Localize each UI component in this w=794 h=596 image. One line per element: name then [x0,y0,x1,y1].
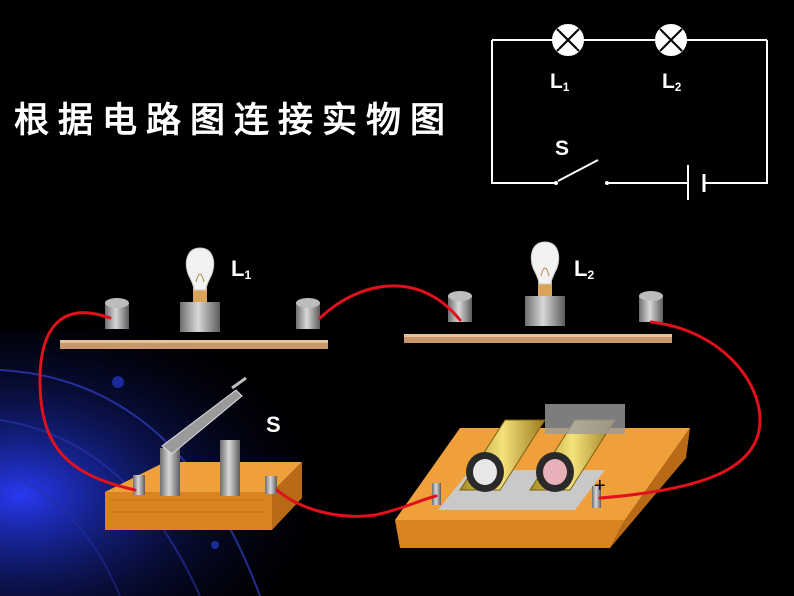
wire-lamp2-to-battery [598,320,762,500]
lamp-2-rail [404,334,672,343]
schematic-lamp-1-label: L1 [550,70,570,94]
lamp-2-bulb [525,241,565,326]
schematic-lamp-2 [655,24,687,56]
lamp-1-terminal-left [105,298,129,329]
switch-label: S [266,412,281,437]
connecting-wires [38,284,762,518]
wire-switch-to-battery [275,488,438,518]
lamp-1-bulb [180,247,220,332]
lamp-2-terminal-right [639,291,663,322]
schematic-switch-label: S [555,137,570,160]
wire-lamp1-to-switch [38,311,137,492]
battery-plus-sign: + [594,475,606,497]
battery-cells [459,404,625,492]
switch-knife-blade [161,376,247,455]
wire-lamp1-to-lamp2 [318,284,462,322]
lamp-1-label: L1 [231,256,252,283]
slide-title: 根据电路图连接实物图 [14,101,455,141]
battery-terminals [432,483,601,508]
schematic-battery [687,165,706,200]
schematic-wire-right [705,40,768,184]
schematic-lamp-1 [552,24,584,56]
schematic-switch-blade [557,159,599,182]
lamp-1-rail [60,340,328,349]
schematic-wire-left [491,40,556,184]
lamp-1-terminal-right [296,298,320,329]
schematic-lamp-2-label: L2 [662,70,682,94]
lamp-2-terminal-left [448,291,472,322]
lamp-2-label: L2 [574,256,595,283]
switch-board [105,462,302,530]
